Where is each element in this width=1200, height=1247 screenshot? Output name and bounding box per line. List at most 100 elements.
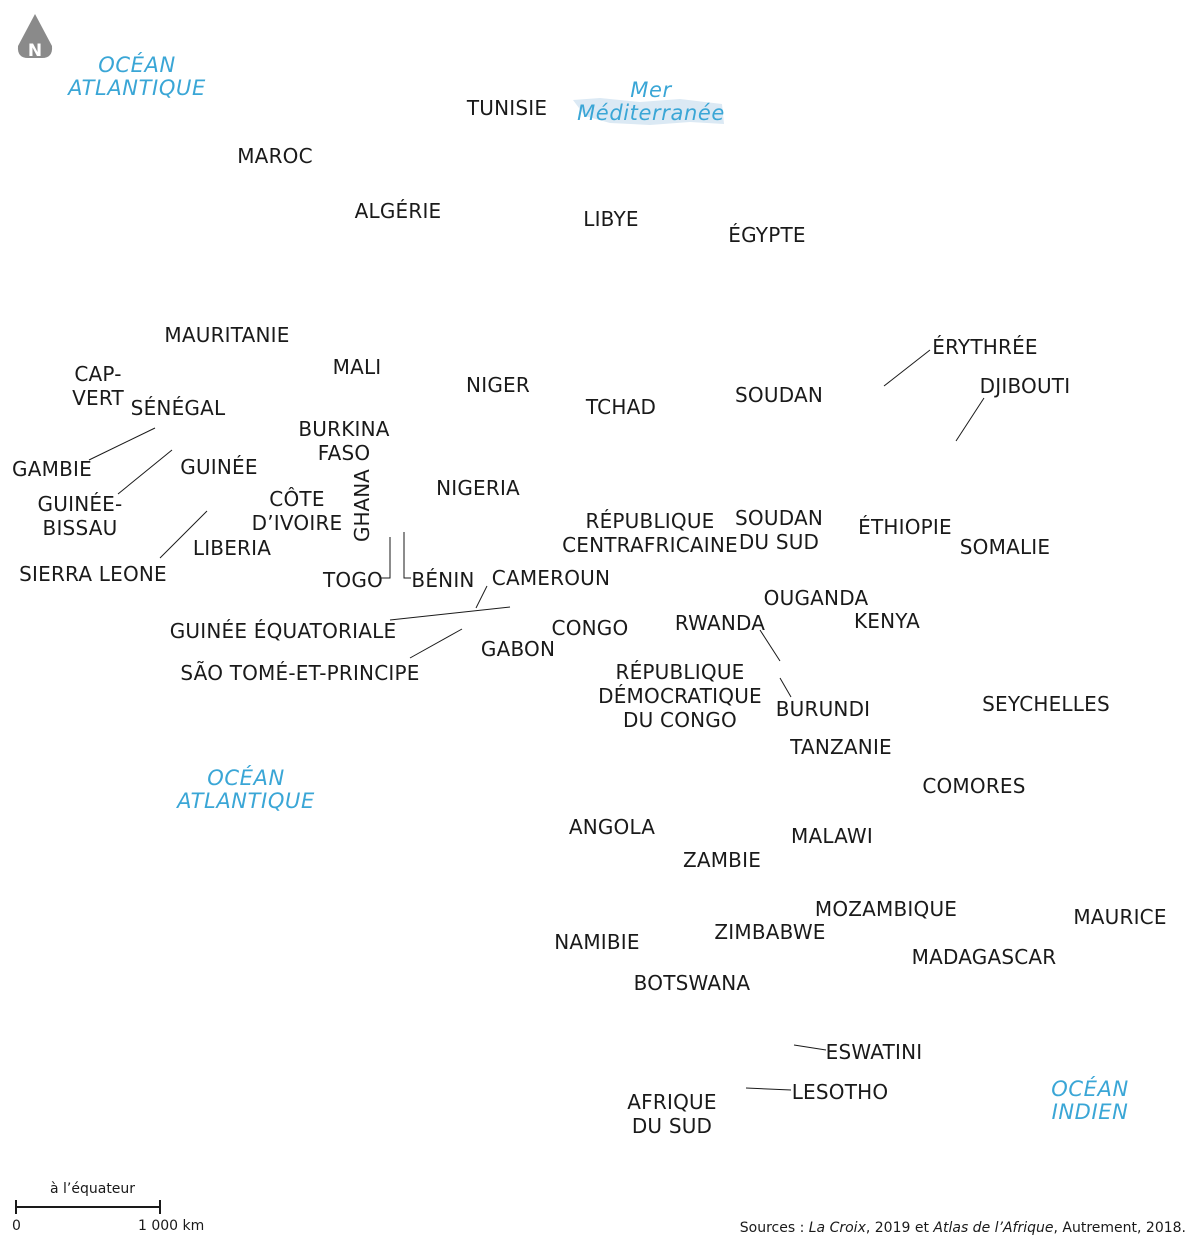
leader-line-djibouti — [955, 397, 985, 442]
country-label-guinee-bissau: GUINÉE- BISSAU — [38, 492, 123, 540]
sea-label-line: ATLANTIQUE — [68, 76, 206, 100]
label-line: RÉPUBLIQUE — [585, 509, 715, 533]
country-label-mozambique: MOZAMBIQUE — [814, 897, 958, 921]
label-line: AFRIQUE — [627, 1090, 717, 1114]
country-label-kenya: KENYA — [853, 609, 921, 633]
sea-label-line: OCÉAN — [1051, 1077, 1129, 1101]
country-label-ghana: GHANA — [350, 469, 374, 542]
leader-line-erythree — [883, 349, 931, 387]
country-label-gambie: GAMBIE — [12, 457, 92, 481]
label-line: VERT — [72, 386, 124, 410]
country-label-comores: COMORES — [922, 774, 1026, 798]
scale-zero-label: 0 — [12, 1218, 21, 1234]
scale-caption: à l’équateur — [50, 1181, 136, 1197]
sources-suffix: , Autrement, 2018. — [1053, 1220, 1187, 1236]
sources-source-1: La Croix — [808, 1220, 866, 1236]
sources-mid: , 2019 et — [865, 1220, 934, 1236]
country-label-tunisie: TUNISIE — [466, 96, 548, 120]
country-label-somalie: SOMALIE — [959, 535, 1051, 559]
country-label-zambie: ZAMBIE — [682, 848, 762, 872]
country-label-nigeria: NIGERIA — [436, 476, 520, 500]
leader-line-lesotho — [745, 1087, 792, 1091]
label-line: DU SUD — [631, 1114, 713, 1138]
sea-label-line: OCÉAN — [207, 766, 285, 790]
label-line: BISSAU — [42, 516, 118, 540]
country-label-seychelles: SEYCHELLES — [982, 692, 1110, 716]
country-label-rca: RÉPUBLIQUE CENTRAFRICAINE — [562, 509, 738, 557]
sea-label-mediterranean: Mer Méditerranée — [577, 79, 725, 125]
sea-label-atlantic-south: OCÉAN ATLANTIQUE — [177, 767, 315, 813]
country-label-burkina-faso: BURKINA FASO — [298, 417, 389, 465]
leader-line-togo — [381, 537, 391, 579]
leader-line-cameroun — [475, 585, 488, 609]
country-label-soudan-du-sud: SOUDAN DU SUD — [735, 506, 823, 554]
country-label-namibie: NAMIBIE — [554, 930, 640, 954]
label-line: D’IVOIRE — [251, 511, 343, 535]
country-label-togo: TOGO — [323, 568, 383, 592]
country-label-cote-divoire: CÔTE D’IVOIRE — [252, 487, 343, 535]
scale-bar: à l’équateur 0 1 000 km — [10, 1180, 230, 1240]
country-label-senegal: SÉNÉGAL — [130, 396, 226, 420]
sources-source-2: Atlas de l’Afrique — [933, 1220, 1054, 1236]
country-label-eswatini: ESWATINI — [825, 1040, 923, 1064]
north-letter: N — [28, 41, 42, 61]
country-label-erythree: ÉRYTHRÉE — [932, 335, 1038, 359]
country-label-libye: LIBYE — [583, 207, 639, 231]
country-label-malawi: MALAWI — [790, 824, 874, 848]
country-label-niger: NIGER — [466, 373, 530, 397]
label-line: FASO — [317, 441, 371, 465]
country-label-burundi: BURUNDI — [775, 697, 871, 721]
country-label-zimbabwe: ZIMBABWE — [714, 920, 826, 944]
sources-prefix: Sources : — [739, 1220, 809, 1236]
country-label-guinee: GUINÉE — [180, 455, 258, 479]
country-label-mali: MALI — [332, 355, 382, 379]
country-label-botswana: BOTSWANA — [633, 971, 751, 995]
country-label-congo: CONGO — [551, 616, 629, 640]
country-label-cap-vert: CAP- VERT — [72, 362, 124, 410]
country-label-rdc: RÉPUBLIQUE DÉMOCRATIQUE DU CONGO — [598, 660, 762, 732]
label-line: CAP- — [74, 362, 122, 386]
leader-line-sao-tome — [409, 628, 463, 659]
label-line: DU SUD — [738, 530, 820, 554]
country-label-egypte: ÉGYPTE — [728, 223, 806, 247]
country-label-cameroun: CAMEROUN — [491, 566, 611, 590]
scale-max-label: 1 000 km — [138, 1218, 205, 1234]
country-label-guinee-equatoriale: GUINÉE ÉQUATORIALE — [169, 619, 397, 643]
label-line: GUINÉE- — [37, 492, 123, 516]
country-label-gabon: GABON — [480, 637, 556, 661]
country-label-ethiopie: ÉTHIOPIE — [858, 515, 952, 539]
country-label-tchad: TCHAD — [585, 395, 657, 419]
sea-label-atlantic-north: OCÉAN ATLANTIQUE — [68, 54, 206, 100]
country-label-maurice: MAURICE — [1073, 905, 1167, 929]
country-label-lesotho: LESOTHO — [791, 1080, 889, 1104]
country-label-soudan: SOUDAN — [735, 383, 823, 407]
country-label-mauritanie: MAURITANIE — [164, 323, 290, 347]
leader-line-gambie — [88, 427, 156, 461]
country-label-liberia: LIBERIA — [192, 536, 272, 560]
leader-line-guinee-equatoriale — [389, 606, 511, 621]
label-line: SOUDAN — [735, 506, 823, 530]
country-label-maroc: MAROC — [237, 144, 313, 168]
sea-label-line: Mer — [630, 78, 672, 102]
leader-line-rwanda — [759, 629, 781, 662]
country-label-angola: ANGOLA — [568, 815, 656, 839]
sea-label-line: Méditerranée — [577, 101, 725, 125]
country-label-djibouti: DJIBOUTI — [979, 374, 1071, 398]
label-line: BURKINA — [298, 417, 390, 441]
country-label-ouganda: OUGANDA — [763, 586, 869, 610]
sea-label-line: OCÉAN — [98, 53, 176, 77]
country-label-algerie: ALGÉRIE — [354, 199, 442, 223]
label-line: RÉPUBLIQUE — [615, 660, 745, 684]
country-label-madagascar: MADAGASCAR — [911, 945, 1057, 969]
label-line: DÉMOCRATIQUE — [598, 684, 762, 708]
country-label-benin: BÉNIN — [411, 568, 475, 592]
leader-line-eswatini — [793, 1044, 827, 1051]
label-line: CÔTE — [269, 487, 325, 511]
country-label-afrique-du-sud: AFRIQUE DU SUD — [627, 1090, 716, 1138]
sea-label-indian: OCÉAN INDIEN — [1051, 1078, 1129, 1124]
country-label-sao-tome: SÃO TOMÉ-ET-PRINCIPE — [180, 661, 420, 685]
north-arrow-icon: N — [17, 14, 53, 61]
sources-note: Sources : La Croix, 2019 et Atlas de l’A… — [740, 1220, 1186, 1236]
